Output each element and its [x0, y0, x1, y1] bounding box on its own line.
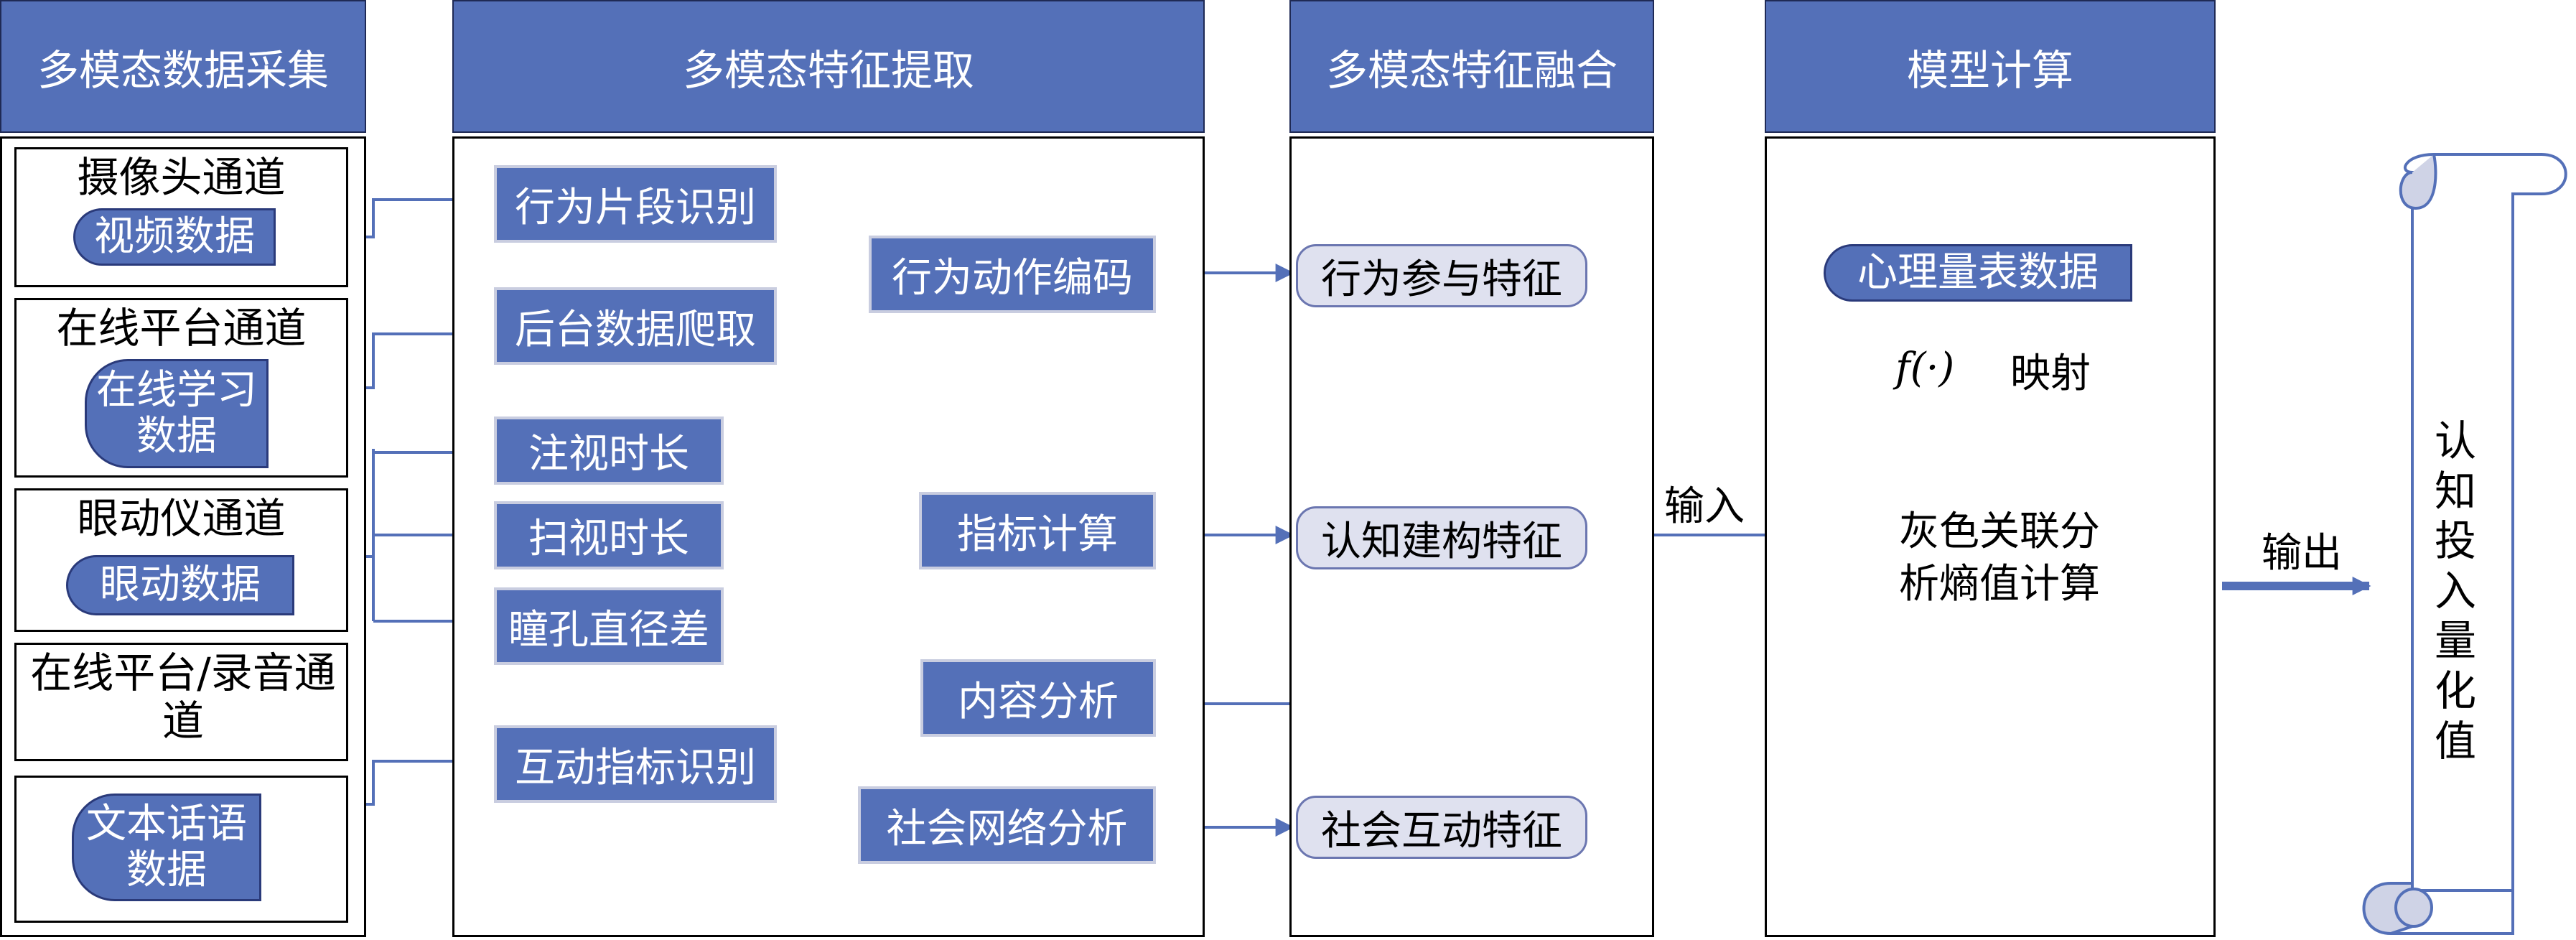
box-backend-crawl: 后台数据爬取 — [494, 287, 777, 365]
channel-recording-title: 在线平台/录音通道 — [30, 648, 336, 745]
cylinder-eye-label: 眼动数据 — [100, 561, 261, 608]
cylinder-text-data: 文本话语数据 — [72, 794, 261, 901]
box-pupil-diff: 瞳孔直径差 — [494, 587, 724, 665]
output-label: 输出 — [2262, 530, 2342, 577]
feature-social: 社会互动特征 — [1296, 796, 1587, 859]
box-behavior-encoding: 行为动作编码 — [869, 236, 1156, 313]
box-interaction-recognition: 互动指标识别 — [494, 725, 777, 803]
cylinder-text-label: 文本话语数据 — [86, 800, 247, 893]
box-behavior-segment: 行为片段识别 — [494, 165, 777, 243]
header-feature-extraction: 多模态特征提取 — [452, 0, 1205, 133]
cylinder-scale-label: 心理量表数据 — [1857, 248, 2099, 296]
box-content-analysis: 内容分析 — [920, 659, 1156, 737]
feature-behavior: 行为参与特征 — [1296, 244, 1587, 307]
channel-camera-title: 摄像头通道 — [77, 153, 286, 202]
box-social-network: 社会网络分析 — [858, 786, 1156, 864]
feature-cognitive: 认知建构特征 — [1296, 506, 1587, 569]
box-scan-duration: 扫视时长 — [494, 501, 724, 569]
cylinder-online-data: 在线学习数据 — [85, 359, 269, 468]
channel-online-title: 在线平台通道 — [56, 304, 307, 353]
input-label: 输入 — [1664, 483, 1745, 530]
func-label: f(·) — [1895, 345, 1955, 391]
scroll-text: 认知投入量化值 — [2434, 417, 2476, 766]
header-data-collection: 多模态数据采集 — [0, 0, 366, 133]
channel-online-recording: 在线平台/录音通道 — [14, 643, 348, 761]
scroll-shape — [2362, 153, 2567, 936]
cylinder-video-data: 视频数据 — [73, 208, 276, 266]
cloud-text: 灰色关联分析熵值计算 — [1899, 508, 2100, 608]
mapping-label: 映射 — [2010, 350, 2091, 397]
box-indicator-calc: 指标计算 — [919, 492, 1156, 569]
box-gaze-duration: 注视时长 — [494, 417, 724, 485]
header-model-computation: 模型计算 — [1765, 0, 2216, 133]
header-feature-fusion: 多模态特征融合 — [1289, 0, 1654, 133]
cylinder-online-label: 在线学习数据 — [96, 366, 257, 460]
channel-eye-title: 眼动仪通道 — [77, 494, 286, 543]
cylinder-video-label: 视频数据 — [94, 213, 255, 260]
cylinder-scale-data: 心理量表数据 — [1824, 244, 2132, 302]
cylinder-eye-data: 眼动数据 — [66, 555, 294, 615]
